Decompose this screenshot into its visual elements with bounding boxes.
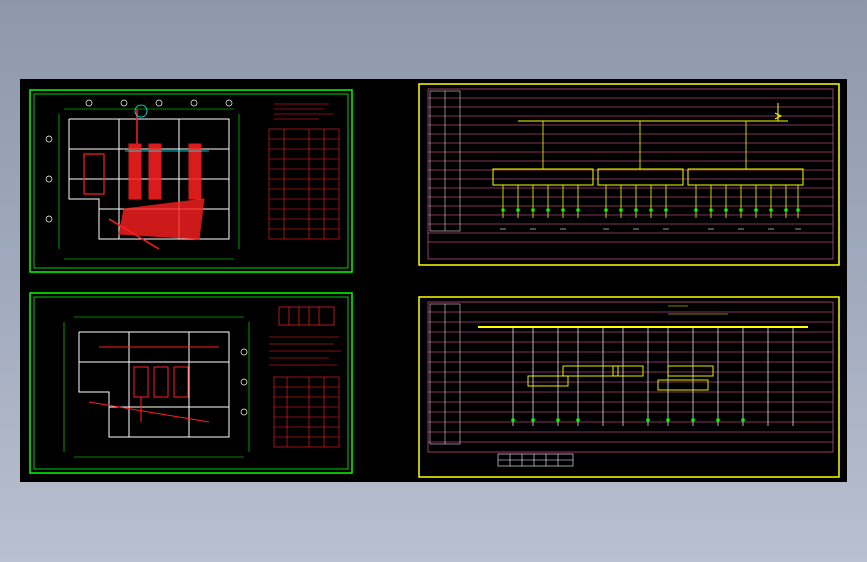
feeder-terminals xyxy=(511,418,745,422)
single-line-top-svg xyxy=(418,83,840,266)
cable-tray-markup xyxy=(125,104,209,152)
sheet-border xyxy=(29,292,353,474)
sheet-inner-border xyxy=(33,93,349,269)
sheet-floor-plan-top[interactable] xyxy=(29,89,353,273)
row-grid-lines xyxy=(428,97,833,243)
sheet-inner-border xyxy=(33,296,349,470)
grid-axis-markers xyxy=(240,348,248,416)
sheet-single-line-top[interactable] xyxy=(418,83,840,266)
feeder-drops xyxy=(512,327,794,426)
equipment-schedule-table xyxy=(273,376,340,448)
diagram-frame xyxy=(427,301,834,453)
floor-plan-top-svg xyxy=(29,89,353,273)
floor-plan-bottom-svg xyxy=(29,292,353,474)
branch-terminals xyxy=(501,208,800,212)
general-notes-block xyxy=(269,336,341,366)
diagram-frame xyxy=(427,88,834,260)
transformer-boxes xyxy=(492,168,804,186)
sheet-border xyxy=(418,296,840,478)
equipment-markup xyxy=(83,109,205,250)
drawing-canvas[interactable] xyxy=(20,79,847,482)
header-title-lines xyxy=(668,305,728,315)
left-legend-column xyxy=(429,90,461,232)
left-legend-column xyxy=(429,303,461,445)
branch-breakers xyxy=(502,121,799,218)
grid-axis-markers xyxy=(45,99,233,223)
sheet-single-line-bottom[interactable] xyxy=(418,296,840,478)
building-outline xyxy=(78,331,230,438)
dimension-lines xyxy=(58,108,240,260)
sheet-border xyxy=(418,83,840,266)
switchgear-boxes xyxy=(527,365,714,391)
dimension-lines xyxy=(63,316,250,458)
row-grid-lines xyxy=(428,311,833,443)
single-line-bottom-svg xyxy=(418,296,840,478)
equipment-markup xyxy=(88,346,219,423)
incoming-feeder xyxy=(518,103,788,122)
general-notes-block xyxy=(274,103,334,120)
sheet-border xyxy=(29,89,353,273)
notes-table xyxy=(497,453,574,467)
panel-detail-block xyxy=(278,306,335,326)
sheet-floor-plan-bottom[interactable] xyxy=(29,292,353,474)
equipment-schedule-table xyxy=(268,128,340,240)
